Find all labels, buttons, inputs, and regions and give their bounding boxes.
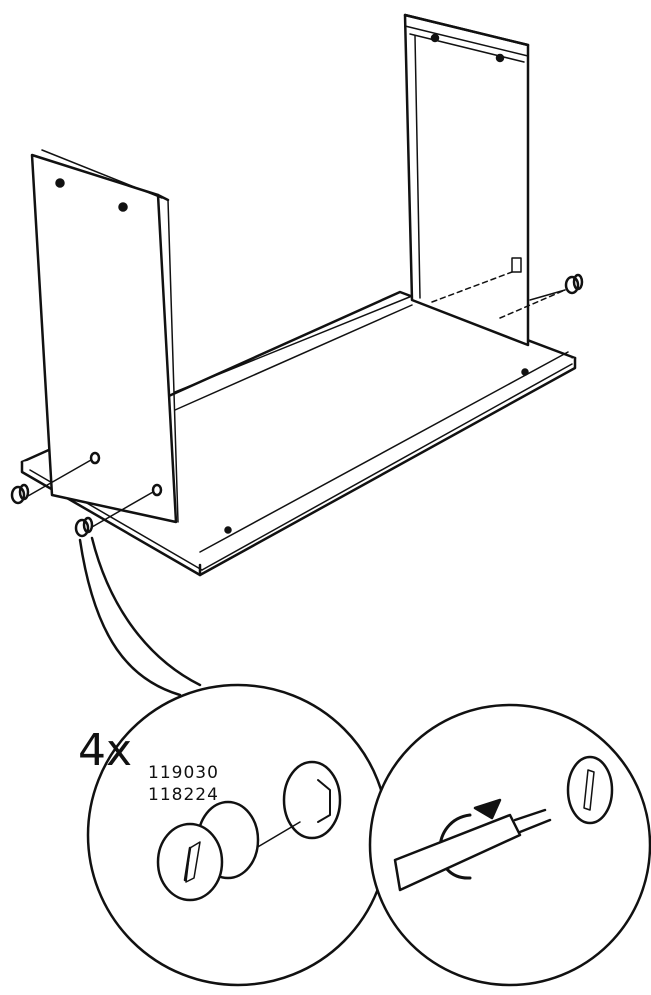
cam-hole (495, 53, 505, 63)
part-number: 118224 (148, 785, 219, 805)
left-side-panel (27, 149, 179, 528)
cam-hole (118, 202, 128, 212)
callout-leader (78, 538, 182, 697)
hole-detail (282, 760, 342, 840)
detail-circle-cam-lock (86, 683, 390, 987)
dowel-hole (89, 451, 101, 465)
callout-leader (90, 536, 202, 687)
screwdriver (393, 808, 552, 892)
base-hole (224, 526, 232, 534)
part-number: 119030 (148, 763, 219, 783)
cam-lock-small (74, 516, 94, 538)
detail-circle-screwdriver (368, 703, 651, 987)
quantity-label: 4x (78, 725, 132, 776)
cam-lock-detail (156, 800, 260, 902)
right-side-panel (403, 13, 566, 347)
cam-hole (55, 178, 65, 188)
cam-lock-small (564, 273, 584, 295)
base-hole (521, 368, 529, 376)
cam-lock-small (10, 483, 30, 505)
cam-hole (430, 33, 440, 43)
arrow-head (473, 798, 502, 820)
cam-slot-detail (566, 755, 614, 825)
side-hole (511, 257, 522, 273)
dowel-hole (151, 483, 163, 497)
